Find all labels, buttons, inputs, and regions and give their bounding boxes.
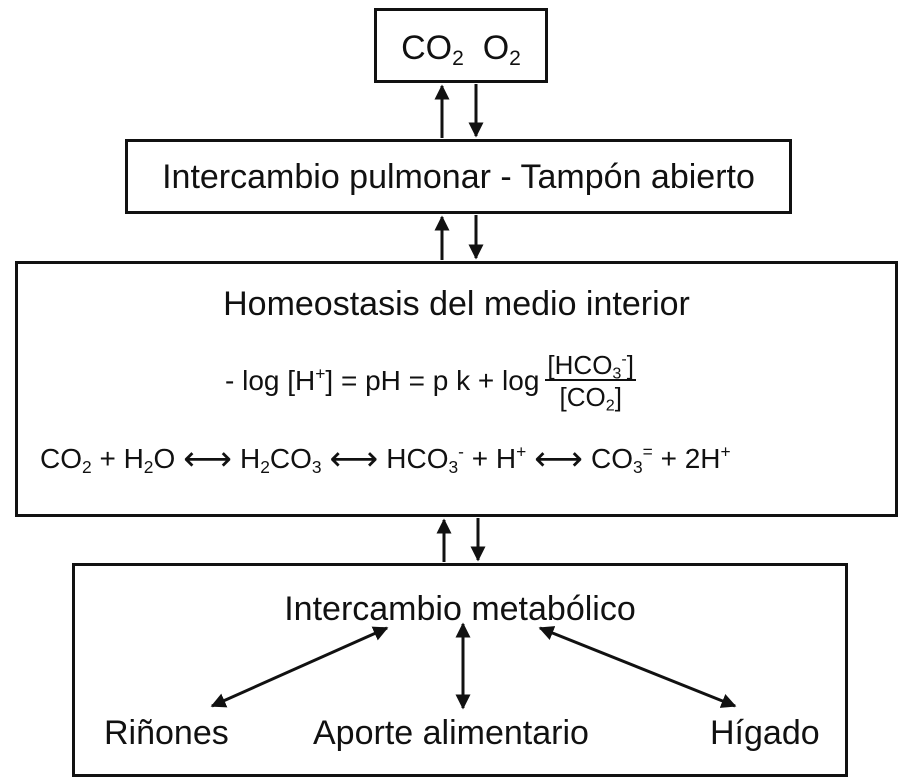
eq2-t4: HCO bbox=[386, 443, 449, 474]
henderson-hasselbalch-equation: - log [H+] = pH = p k + log [HCO3-] [CO2… bbox=[225, 350, 636, 414]
eq2-co3: CO3= bbox=[590, 443, 653, 476]
eq2-t2-sub: 2 bbox=[143, 456, 154, 477]
arrow-metabolic-liver bbox=[538, 626, 737, 708]
eq1-numerator: [HCO3-] bbox=[545, 350, 636, 383]
eq2-co2: CO2 bbox=[40, 443, 92, 476]
metabolic-exchange-title: Intercambio metabólico bbox=[284, 590, 636, 628]
eq2-h-plus: + H+ bbox=[471, 443, 527, 474]
co2-subscript: 2 bbox=[452, 46, 464, 70]
eq1-den-post: ] bbox=[614, 382, 622, 412]
eq2-t1-sub: 2 bbox=[82, 456, 92, 477]
eq1-num-sub: 3 bbox=[612, 364, 622, 383]
eq1-lhs-prefix: - log [H bbox=[225, 365, 316, 396]
eq2-2h-plus: + 2H+ bbox=[660, 443, 731, 474]
eq2-t6-sub: 3 bbox=[632, 456, 643, 477]
eq2-t3-sub2: 3 bbox=[311, 456, 322, 477]
arrow-metabolic-kidneys bbox=[210, 626, 389, 708]
eq2-t6-sup: = bbox=[642, 441, 653, 462]
o2-text: O bbox=[482, 29, 510, 67]
eq2-t3: H bbox=[239, 443, 261, 474]
eq2-t5: + H bbox=[471, 443, 517, 474]
organ-label-liver: Hígado bbox=[710, 714, 820, 752]
pulmonary-exchange-title: Intercambio pulmonar - Tampón abierto bbox=[162, 158, 755, 196]
eq2-t2: + H bbox=[99, 443, 144, 474]
eq2-t7-sup: + bbox=[720, 441, 731, 462]
eq1-lhs-sup: + bbox=[315, 363, 326, 384]
equilibrium-arrow-1: ⟷ bbox=[183, 440, 232, 478]
eq2-t4-sub: 3 bbox=[448, 456, 459, 477]
organ-label-kidneys: Riñones bbox=[104, 714, 229, 752]
eq1-den-sub: 2 bbox=[605, 396, 615, 415]
co2-text: CO bbox=[401, 29, 453, 67]
homeostasis-box: Homeostasis del medio interior - log [H+… bbox=[15, 261, 898, 517]
eq1-fraction: [HCO3-] [CO2] bbox=[545, 350, 636, 414]
eq1-num-post: ] bbox=[626, 350, 634, 380]
eq2-t6: CO bbox=[590, 443, 633, 474]
equilibrium-arrow-2: ⟷ bbox=[329, 440, 379, 478]
gases-label: CO2 O2 bbox=[377, 29, 545, 69]
eq2-t2-post: O bbox=[153, 443, 176, 474]
eq2-t3-mid: CO bbox=[269, 443, 312, 474]
homeostasis-title: Homeostasis del medio interior bbox=[223, 285, 690, 323]
eq2-h2co3: H2CO3 bbox=[239, 443, 322, 476]
eq1-num-sup: - bbox=[621, 350, 627, 369]
eq2-hco3: HCO3- bbox=[386, 443, 464, 476]
gases-box: CO2 O2 bbox=[374, 8, 548, 83]
organ-label-food-intake: Aporte alimentario bbox=[313, 714, 589, 752]
eq2-h2o: + H2O bbox=[99, 443, 176, 476]
eq2-t1: CO bbox=[40, 443, 82, 474]
eq2-t7: + 2H bbox=[660, 443, 721, 474]
eq1-lhs-suffix: ] = pH = p k + log bbox=[325, 365, 540, 396]
o2-subscript: 2 bbox=[509, 46, 521, 70]
eq1-denominator: [CO2] bbox=[559, 381, 622, 414]
carbonic-acid-equilibrium: CO2 + H2O ⟷ H2CO3 ⟷ HCO3- + H+ ⟷ CO3= + … bbox=[40, 442, 731, 476]
eq2-t5-sup: + bbox=[516, 441, 527, 462]
eq1-num-pre: [HCO bbox=[547, 350, 613, 380]
eq2-t4-sup: - bbox=[458, 441, 464, 462]
eq1-den-pre: [CO bbox=[559, 382, 606, 412]
equilibrium-arrow-3: ⟷ bbox=[534, 440, 583, 478]
pulmonary-exchange-box: Intercambio pulmonar - Tampón abierto bbox=[125, 139, 792, 214]
eq1-lhs: - log [H+] = pH = p k + log bbox=[225, 365, 540, 396]
eq2-t3-sub: 2 bbox=[260, 456, 270, 477]
